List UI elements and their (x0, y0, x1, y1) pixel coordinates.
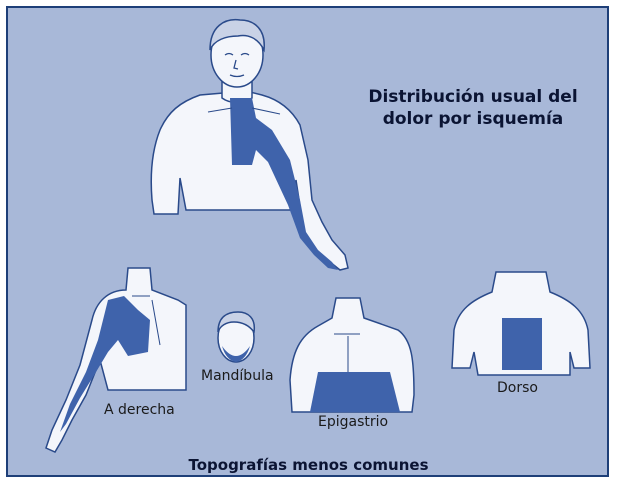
face-figure-icon (217, 311, 256, 363)
main-pain-area-icon (230, 98, 338, 270)
main-face-details-icon (224, 52, 250, 78)
label-back: Dorso (497, 380, 538, 396)
label-right: A derecha (104, 402, 175, 418)
back-pain-area-icon (502, 318, 542, 370)
title-line-2: dolor por isquemía (382, 109, 564, 129)
right-arm-figure-icon (45, 267, 187, 453)
label-epigastric: Epigastrio (318, 414, 389, 430)
title-line-1: Distribución usual del (368, 87, 578, 107)
label-jaw: Mandíbula (201, 368, 274, 384)
main-figure-icon (150, 18, 349, 271)
jaw-pain-area-icon (222, 346, 250, 362)
right-pain-area-icon (60, 296, 150, 432)
diagram-title: Distribución usual del dolor por isquemí… (368, 86, 578, 130)
footer-title: Topografías menos comunes (188, 456, 429, 474)
epigastric-pain-area-icon (310, 372, 400, 412)
